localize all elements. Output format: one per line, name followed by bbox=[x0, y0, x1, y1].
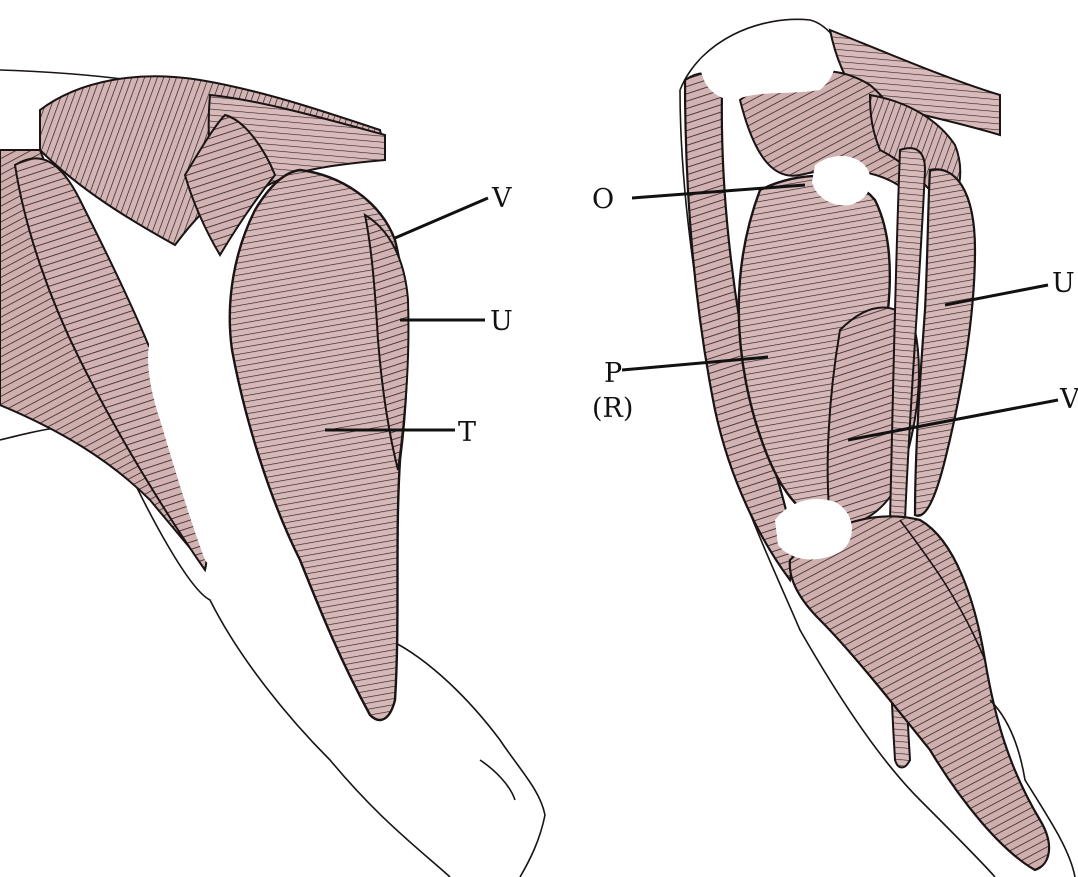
right-label-p: P bbox=[604, 358, 622, 389]
left-forearm-outline bbox=[390, 640, 545, 877]
left-label-v: V bbox=[491, 183, 512, 214]
right-triceps-muscle bbox=[915, 169, 975, 515]
right-arm-figure: O U P (R) V bbox=[592, 19, 1078, 877]
left-label-t: T bbox=[458, 417, 476, 448]
left-leader-v bbox=[395, 198, 488, 238]
right-elbow-highlight bbox=[775, 499, 852, 559]
right-forearm-muscles bbox=[790, 516, 1049, 870]
left-label-u: U bbox=[490, 306, 513, 337]
right-label-o: O bbox=[592, 184, 614, 215]
left-elbow-outline bbox=[480, 760, 515, 800]
right-label-r: (R) bbox=[592, 393, 633, 424]
left-top-outline bbox=[0, 70, 130, 80]
right-shoulder-cap bbox=[700, 30, 835, 100]
left-arm-figure: V U T bbox=[0, 70, 545, 877]
right-label-u: U bbox=[1052, 268, 1075, 299]
right-label-v: V bbox=[1059, 384, 1078, 415]
